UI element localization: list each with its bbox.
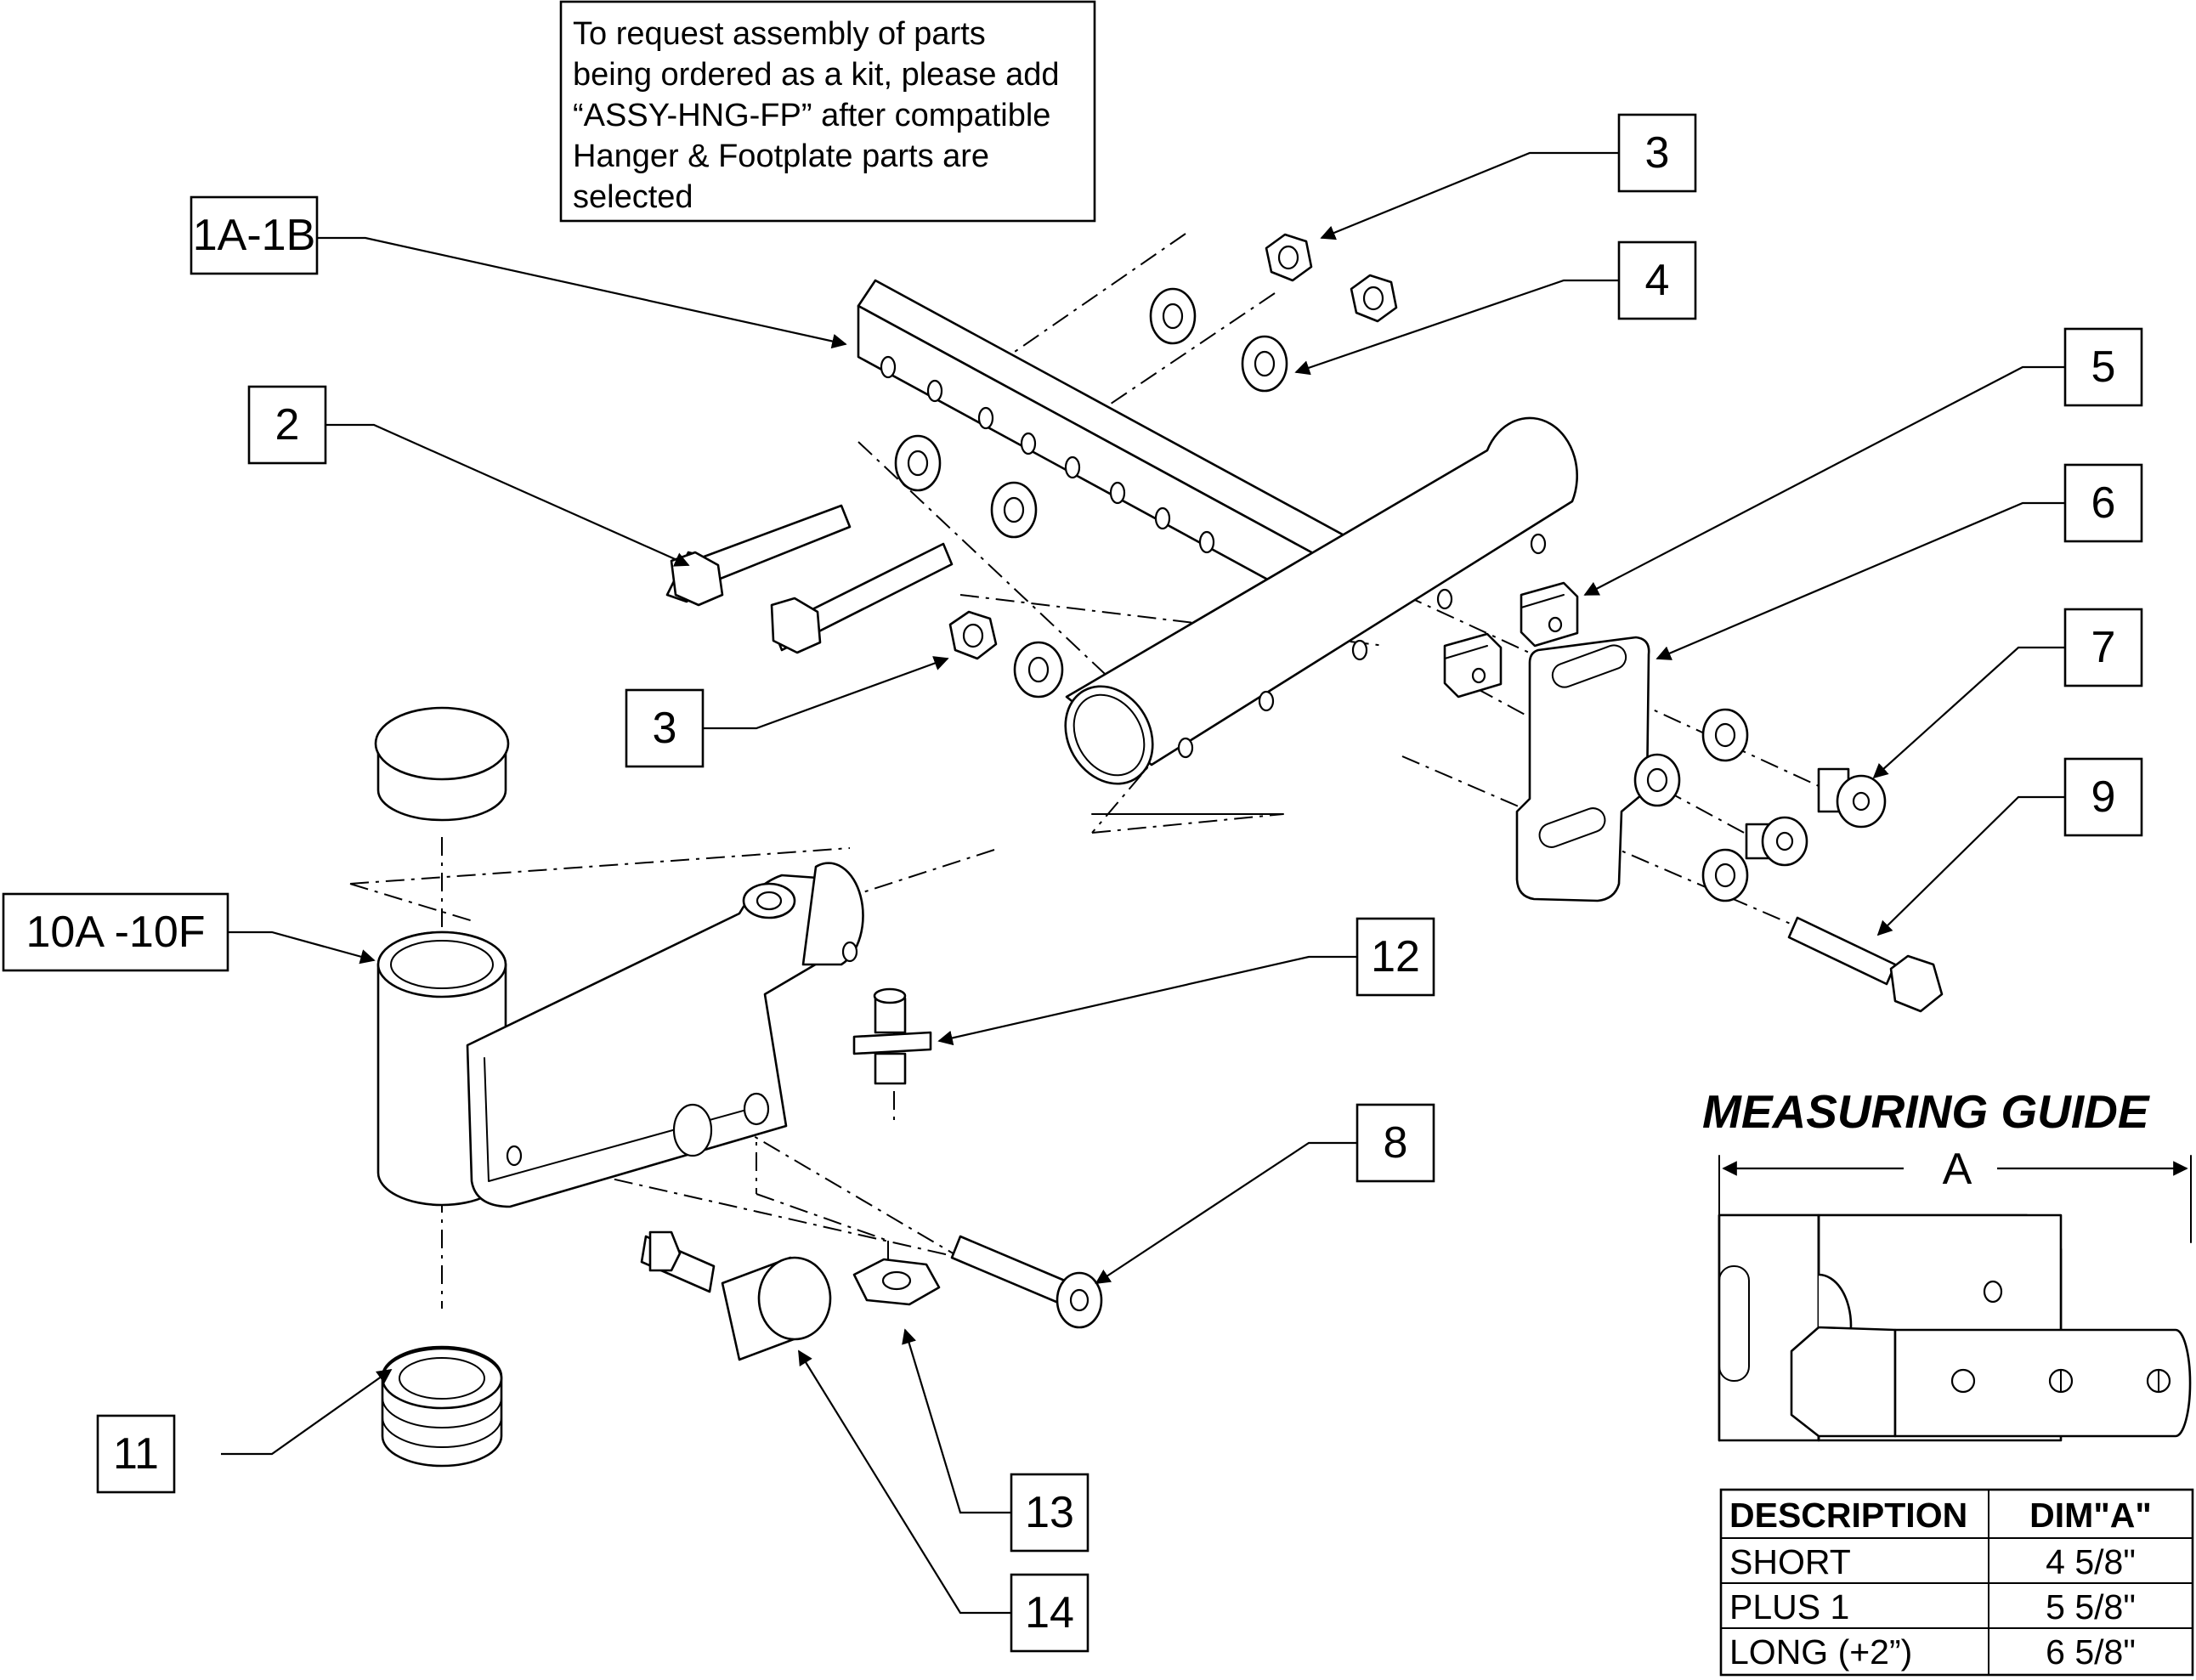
svg-text:13: 13 (1025, 1488, 1074, 1537)
callout-2: 2 (247, 385, 327, 465)
svg-text:3: 3 (653, 704, 677, 753)
svg-text:8: 8 (1384, 1118, 1408, 1168)
table-row-plus1-dim: 5 5/8" (2046, 1587, 2136, 1626)
callout-14: 14 (1010, 1573, 1090, 1653)
svg-text:6: 6 (2091, 478, 2116, 528)
detent-pin-part-12 (852, 987, 932, 1085)
callout-11: 11 (96, 1414, 176, 1494)
svg-text:9: 9 (2091, 772, 2116, 822)
hanger-body-part-10 (376, 862, 864, 1208)
table-row-short-dim: 4 5/8" (2046, 1542, 2136, 1581)
dimension-a-label: A (1943, 1145, 1972, 1194)
callout-5: 5 (2063, 327, 2143, 407)
table-header-description: DESCRIPTION (1729, 1496, 1967, 1535)
callout-10a-10f: 10A -10F (2, 892, 229, 972)
svg-text:14: 14 (1025, 1588, 1074, 1638)
svg-text:11: 11 (113, 1429, 159, 1479)
measuring-guide: MEASURING GUIDE A (1702, 1085, 2192, 1442)
svg-text:1A-1B: 1A-1B (193, 211, 316, 260)
callout-13: 13 (1010, 1473, 1090, 1553)
callout-4: 4 (1617, 240, 1697, 320)
svg-text:3: 3 (1645, 128, 1670, 178)
note-line-5: selected (573, 179, 693, 215)
callout-1a-1b: 1A-1B (190, 195, 319, 275)
screws-parts-7-9 (1633, 708, 1944, 1013)
svg-text:12: 12 (1371, 932, 1420, 981)
slotted-bracket-part-6 (1515, 636, 1650, 902)
measuring-guide-title: MEASURING GUIDE (1702, 1085, 2151, 1138)
svg-text:2: 2 (275, 400, 300, 450)
bolt-part-2 (665, 504, 954, 654)
table-row-long-dim: 6 5/8" (2046, 1632, 2136, 1672)
callout-12: 12 (1356, 917, 1435, 997)
leader-lines (221, 151, 2065, 1615)
caps-part-11 (374, 706, 510, 1468)
svg-text:4: 4 (1645, 256, 1670, 305)
note-line-4: Hanger & Footplate parts are (573, 139, 989, 174)
note-line-2: being ordered as a kit, please add (573, 57, 1060, 93)
nut-part-13 (852, 1258, 941, 1306)
callout-3-top: 3 (1617, 113, 1697, 193)
note-line-1: To request assembly of parts (573, 16, 986, 52)
washers-and-nuts (894, 233, 1398, 699)
svg-text:10A -10F: 10A -10F (25, 908, 205, 957)
screw-part-8 (950, 1235, 1103, 1329)
callout-9: 9 (2063, 757, 2143, 837)
round-tube-part (1064, 416, 1578, 815)
hanger-bar-part (857, 279, 1361, 622)
callout-8: 8 (1356, 1103, 1435, 1183)
table-row-plus1-description: PLUS 1 (1729, 1587, 1849, 1626)
svg-text:5: 5 (2091, 342, 2116, 392)
note-line-3: “ASSY-HNG-FP” after compatible (573, 98, 1050, 133)
table-header-dim-a: DIM"A" (2029, 1496, 2152, 1535)
assembly-note: To request assembly of parts being order… (559, 0, 1096, 223)
bumper-part-14 (640, 1230, 832, 1361)
spacer-blocks-part-5 (1443, 581, 1579, 699)
table-row-long-description: LONG (+2”) (1729, 1632, 1912, 1672)
table-row-short-description: SHORT (1729, 1542, 1851, 1581)
dimension-table: DESCRIPTION DIM"A" SHORT 4 5/8" PLUS 1 5… (1719, 1488, 2194, 1677)
svg-text:7: 7 (2091, 623, 2116, 672)
callout-6: 6 (2063, 463, 2143, 543)
callout-7: 7 (2063, 608, 2143, 687)
callout-3-bottom: 3 (625, 688, 705, 768)
